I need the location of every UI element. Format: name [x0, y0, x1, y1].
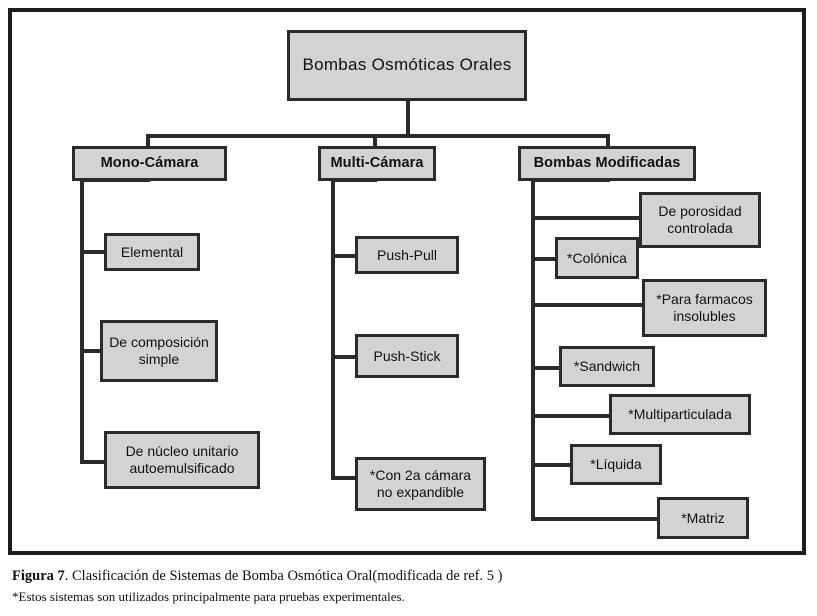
connector-mod-branch-4 [531, 366, 561, 370]
figure-caption-label: Figura 7 [12, 568, 65, 584]
connector-root-stem [406, 101, 410, 136]
node-liquida[interactable]: *Líquida [570, 444, 662, 485]
node-push-pull[interactable]: Push-Pull [355, 236, 459, 274]
node-con-2a-camara-no-expandible[interactable]: *Con 2a cámara no expandible [355, 457, 486, 511]
node-bombas-modificadas[interactable]: Bombas Modificadas [518, 146, 696, 181]
connector-mod-branch-1 [531, 216, 641, 220]
connector-trunk-modificadas [531, 178, 535, 520]
node-para-farmacos-insolubles[interactable]: *Para farmacos insolubles [642, 279, 767, 337]
connector-level2-bus [146, 134, 610, 138]
node-de-nucleo-unitario-autoemulsificado[interactable]: De núcleo unitario autoemulsificado [104, 431, 260, 489]
node-sandwich[interactable]: *Sandwich [559, 346, 655, 387]
node-push-stick[interactable]: Push-Stick [355, 334, 459, 378]
node-elemental[interactable]: Elemental [104, 233, 200, 271]
node-de-porosidad-controlada[interactable]: De porosidad controlada [639, 192, 761, 248]
connector-mod-branch-6 [531, 463, 572, 467]
node-bombas-osmoticas-orales[interactable]: Bombas Osmóticas Orales [287, 30, 527, 101]
connector-trunk-mono [80, 178, 84, 464]
connector-mod-branch-5 [531, 414, 611, 418]
connector-mod-branch-3 [531, 303, 644, 307]
connector-mono-branch-1 [80, 250, 106, 254]
connector-mono-branch-2 [80, 349, 102, 353]
node-de-composicion-simple[interactable]: De composición simple [100, 320, 218, 382]
connector-drop-modificadas [606, 134, 610, 148]
node-multi-camara[interactable]: Multi-Cámara [318, 146, 436, 181]
connector-drop-multi [373, 134, 377, 148]
figure-caption-line-1: Figura 7. Clasificación de Sistemas de B… [12, 568, 502, 585]
node-colonica[interactable]: *Colónica [555, 237, 639, 279]
node-matriz[interactable]: *Matriz [657, 497, 749, 539]
node-mono-camara[interactable]: Mono-Cámara [72, 146, 227, 181]
figure-caption-footnote: *Estos sistemas son utilizados principal… [12, 589, 405, 604]
connector-drop-mono [146, 134, 150, 148]
figure-caption-text: . Clasificación de Sistemas de Bomba Osm… [64, 568, 503, 584]
connector-mod-branch-2 [531, 257, 557, 261]
connector-trunk-multi [331, 178, 335, 479]
connector-mod-branch-7 [531, 517, 659, 521]
node-multiparticulada[interactable]: *Multiparticulada [609, 394, 751, 435]
connector-mono-branch-3 [80, 460, 106, 464]
connector-multi-branch-1 [331, 254, 357, 258]
connector-multi-branch-3 [331, 476, 357, 480]
connector-multi-branch-2 [331, 355, 357, 359]
